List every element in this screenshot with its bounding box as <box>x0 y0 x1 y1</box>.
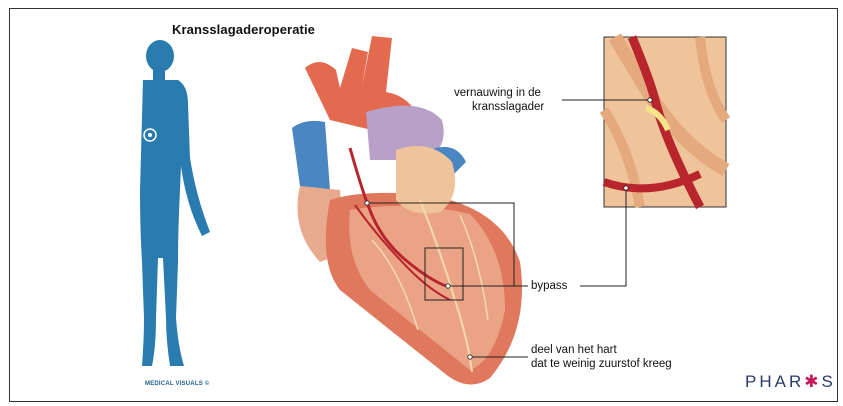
narrowing-label: vernauwing in de kransslagader <box>454 86 544 114</box>
zoom-inset <box>604 37 726 207</box>
logo-star-icon: ✱ <box>804 372 821 391</box>
bypass-label: bypass <box>531 279 567 293</box>
logo-prefix: PHAR <box>745 372 804 391</box>
bypass-point-inset <box>624 186 628 190</box>
diagram-title: Kransslagaderoperatie <box>172 22 315 37</box>
bypass-point <box>365 201 369 205</box>
heart-part-label-line2: dat te weinig zuurstof kreeg <box>531 357 672 371</box>
narrowing-label-line1: vernauwing in de <box>454 86 544 100</box>
medical-visuals-credit: MEDICAL VISUALS © <box>145 381 209 387</box>
logo-suffix: S <box>821 372 835 391</box>
heart-part-label-line1: deel van het hart <box>531 343 672 357</box>
bypass-point-heart <box>446 284 450 288</box>
heart-part-point <box>468 355 472 359</box>
human-figure <box>140 40 210 366</box>
narrowing-point <box>648 98 652 102</box>
heart-part-label: deel van het hart dat te weinig zuurstof… <box>531 343 672 371</box>
pharos-logo: PHAR✱S <box>745 372 836 392</box>
narrowing-label-line2: kransslagader <box>454 100 544 114</box>
heart-location-dot <box>148 133 152 137</box>
